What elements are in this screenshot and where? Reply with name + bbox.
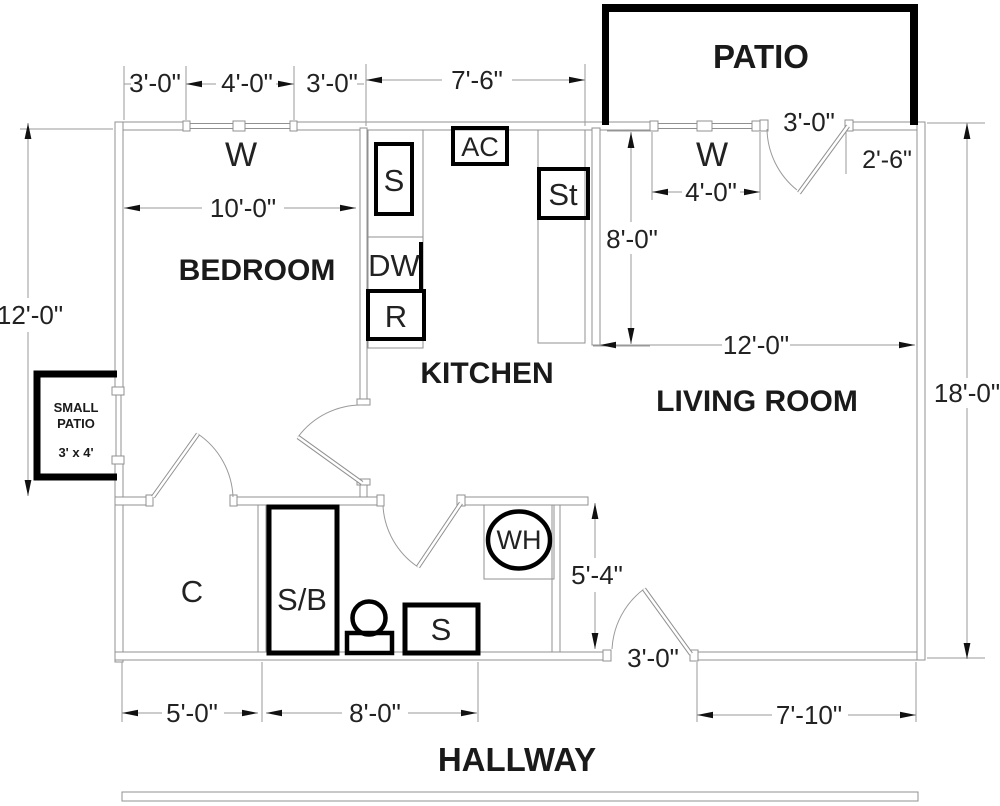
- water-heater: [485, 509, 553, 571]
- shower-bath-label: S/B: [277, 582, 327, 617]
- patio-walls: [602, 4, 918, 125]
- dim-bedroom-window-right: 3'-0": [306, 68, 358, 98]
- bathroom-sink-label: S: [431, 612, 452, 647]
- dim-patio-door: 3'-0": [783, 107, 835, 137]
- bedroom-window: [182, 120, 298, 132]
- dim-closet-width: 5'-0": [166, 698, 218, 728]
- living-room-window: [649, 120, 769, 132]
- dim-entry-door: 3'-0": [627, 643, 679, 673]
- kitchen-sink-label: S: [384, 163, 405, 198]
- ac-label: AC: [461, 132, 499, 162]
- small-patio-label-1: SMALL: [54, 400, 99, 415]
- bedroom-label: BEDROOM: [179, 254, 336, 287]
- dim-living-width: 12'-0": [723, 330, 789, 360]
- bathroom-sink: [402, 602, 481, 656]
- extension-lines: [20, 64, 985, 722]
- kitchen-sink: [374, 142, 414, 216]
- ac-unit: [451, 126, 509, 166]
- dim-bedroom-length: 12'-0": [0, 300, 63, 330]
- dim-living-window: 4'-0": [685, 177, 737, 207]
- dim-bedroom-window-left: 3'-0": [129, 68, 181, 98]
- closet-label: C: [181, 574, 203, 609]
- bedroom-window-label: W: [225, 136, 257, 174]
- doors: [151, 124, 850, 656]
- toilet: [344, 599, 395, 656]
- patio-label: PATIO: [713, 38, 809, 75]
- kitchen-counters: [367, 129, 586, 349]
- dim-entry-to-wall: 7'-10": [776, 700, 842, 730]
- water-heater-label: WH: [497, 525, 542, 555]
- interior-walls: [114, 119, 854, 662]
- dim-right-side: 18'-0": [934, 378, 1000, 408]
- dim-door-to-wall: 2'-6": [862, 146, 912, 174]
- small-patio-label-2: PATIO: [57, 416, 95, 431]
- dimension-lines: [24, 76, 971, 719]
- hallway-label: HALLWAY: [438, 741, 596, 778]
- hallway-far-wall: [121, 791, 919, 802]
- dim-bedroom-window: 4'-0": [221, 68, 273, 98]
- small-patio-walls: [33, 370, 125, 481]
- dim-kitchen-wall: 8'-0": [606, 224, 658, 254]
- refrigerator-label: R: [385, 299, 407, 334]
- small-patio-size: 3' x 4': [58, 445, 93, 460]
- stove: [537, 167, 590, 220]
- dim-hall-opening: 5'-4": [571, 560, 623, 590]
- living-room-label: LIVING ROOM: [656, 385, 858, 418]
- dim-kitchen-width: 7'-6": [451, 65, 503, 95]
- kitchen-label: KITCHEN: [420, 357, 553, 390]
- living-window-label: W: [696, 136, 728, 174]
- dishwasher-label: DW: [368, 248, 420, 283]
- dim-bedroom-width: 10'-0": [210, 193, 276, 223]
- dim-bathroom-width: 8'-0": [349, 698, 401, 728]
- shower-bath: [266, 504, 340, 656]
- stove-label: St: [548, 177, 578, 212]
- refrigerator: [366, 289, 426, 341]
